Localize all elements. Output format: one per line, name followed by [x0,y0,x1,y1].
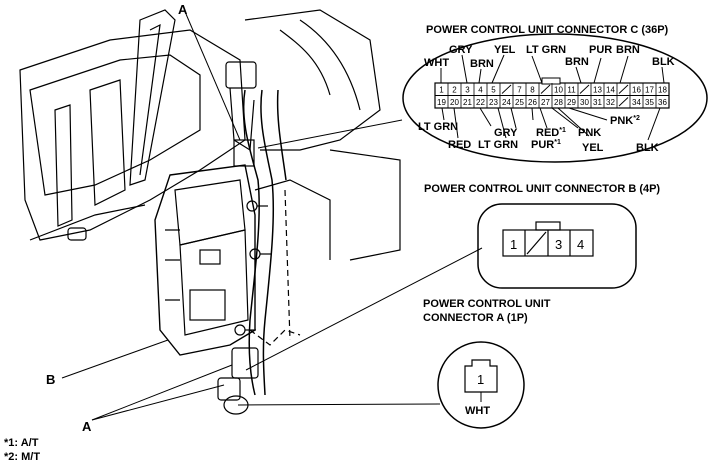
empty-cavity-mark [540,84,551,94]
wire-label-yel-b: YEL [582,142,604,154]
wire-label-red1: RED*1 [536,127,566,139]
connector-c-bottom-pin-34: 34 [632,98,641,107]
connector-c-outline [402,33,708,163]
empty-cavity-mark [501,84,512,94]
connector-b-pin-4: 4 [577,237,584,252]
connector-c-bottom-pin-23: 23 [489,98,498,107]
footnote-mark-1a: *1 [559,127,566,134]
wire-label-red-b: RED [448,139,471,151]
connector-c-top-pin-10: 10 [554,86,563,95]
wire-label-pur1-text: PUR [531,139,554,151]
wire-label-blk-b: BLK [636,142,659,154]
connector-c-top-pin-1: 1 [439,86,444,95]
connector-c-top-pin-8: 8 [530,86,535,95]
wire-label-brn-top3: BRN [616,44,640,56]
wire-label-brn-top2: BRN [565,56,589,68]
footnote-mt: *2: M/T [4,451,40,463]
footnote-mark-2: *2 [633,115,640,122]
connector-b-outline [477,203,637,289]
empty-cavity-mark [579,84,590,94]
connector-c-bottom-pin-30: 30 [580,98,589,107]
wire-label-pnk: PNK [578,127,601,139]
callout-a-bottom: A [82,419,92,434]
connector-c-bottom-pin-22: 22 [476,98,485,107]
connector-a-title-line1: POWER CONTROL UNIT [423,298,551,310]
wire-label-red1-text: RED [536,127,559,139]
footnote-mark-1b: *1 [554,139,561,146]
connector-c-top-pin-17: 17 [645,86,654,95]
wire-label-pnk2-text: PNK [610,115,633,127]
footnote-at: *1: A/T [4,437,39,449]
connector-c-top-pin-7: 7 [517,86,522,95]
connector-c-bottom-pin-26: 26 [528,98,537,107]
connector-c-bottom-pin-36: 36 [658,98,667,107]
wire-label-yel-top: YEL [494,44,516,56]
connector-c-top-pin-13: 13 [593,86,602,95]
connector-b-pin-3: 3 [555,237,562,252]
connector-c-bottom-pin-21: 21 [463,98,472,107]
empty-cavity-mark [618,97,629,107]
connector-c-bottom-pin-28: 28 [554,98,563,107]
wire-label-gry-top: GRY [449,44,473,56]
callout-a-top: A [178,2,188,17]
wire-label-gry-b: GRY [494,127,518,139]
connector-a-wire-label: WHT [465,405,490,417]
connector-c-bottom-pin-20: 20 [450,98,459,107]
connector-c-top-pin-16: 16 [632,86,641,95]
wire-label-ltgrn-top: LT GRN [526,44,566,56]
connector-c-bottom-pin-25: 25 [515,98,524,107]
wire-label-blk-top: BLK [652,56,675,68]
connector-c-bottom-pin-29: 29 [567,98,576,107]
connector-a-title-line2: CONNECTOR A (1P) [423,312,528,324]
connector-c-bottom-pins: 19 20 21 22 23 24 25 26 27 28 29 30 31 32 34 35 36 [437,95,667,108]
connector-c-top-arrows [440,54,665,84]
leader-lines [61,13,483,421]
connector-c-top-pin-18: 18 [658,86,667,95]
connector-c-top-pin-2: 2 [452,86,457,95]
wire-label-pnk2: PNK*2 [610,115,640,127]
connector-c-bottom-arrows [441,107,661,141]
connector-c-bottom-pin-24: 24 [502,98,511,107]
connector-c-bottom-pin-32: 32 [606,98,615,107]
connector-b-pin-1: 1 [510,237,517,252]
connector-a-outline [437,341,525,429]
connector-c-top-pin-14: 14 [606,86,615,95]
connector-c-bottom-pin-35: 35 [645,98,654,107]
connector-c-title: POWER CONTROL UNIT CONNECTOR C (36P) [426,24,669,36]
connector-c-top-pin-4: 4 [478,86,483,95]
wire-label-ltgrn-b: LT GRN [478,139,518,151]
empty-cavity-mark [618,84,629,94]
connector-c-top-pin-3: 3 [465,86,470,95]
connector-a-body [464,359,498,393]
connector-c-bottom-pin-27: 27 [541,98,550,107]
connector-c-bottom-pin-31: 31 [593,98,602,107]
connector-b-body [502,221,594,257]
connector-c-top-pin-5: 5 [491,86,496,95]
connector-a-pin-1: 1 [477,372,484,387]
wire-label-wht: WHT [424,57,449,69]
wire-label-brn-top1: BRN [470,58,494,70]
wire-label-pur-top: PUR [589,44,612,56]
wire-label-ltgrn-bl: LT GRN [418,121,458,133]
wire-label-pur1: PUR*1 [531,139,561,151]
connector-c-bottom-pin-19: 19 [437,98,446,107]
connector-c-top-pin-11: 11 [567,86,576,95]
connector-b-title: POWER CONTROL UNIT CONNECTOR B (4P) [424,183,660,195]
callout-b: B [46,372,55,387]
